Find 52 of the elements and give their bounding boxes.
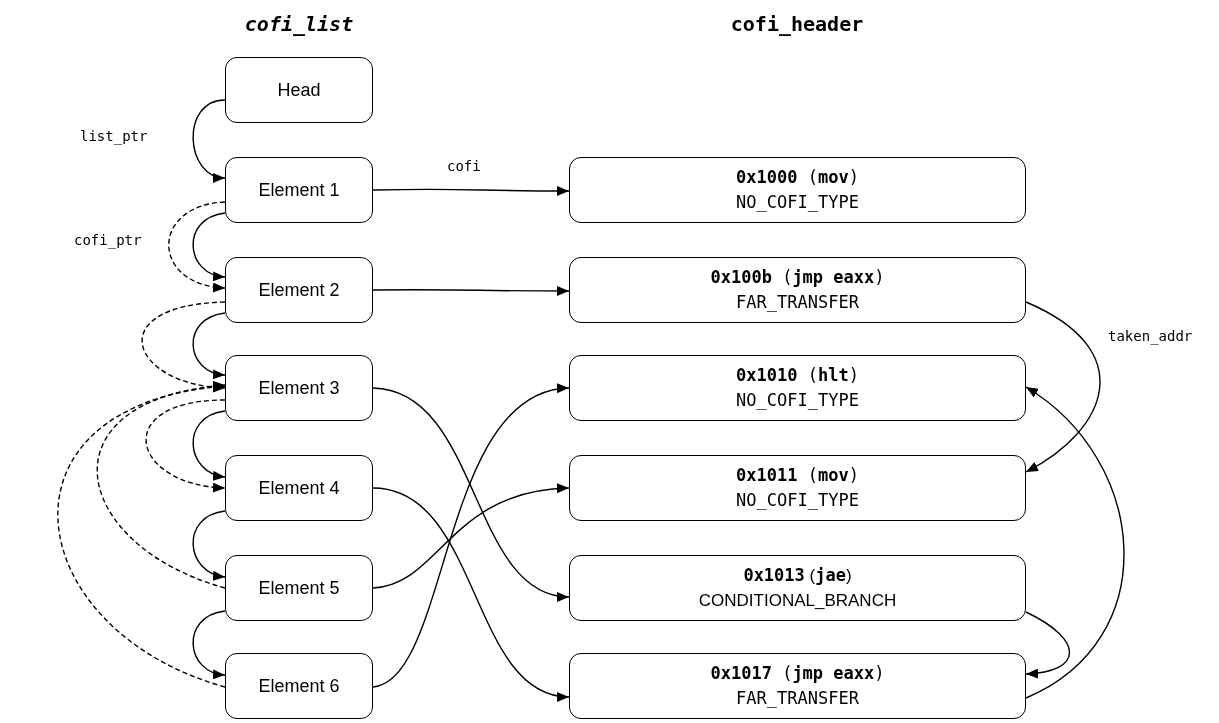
element-label: Element 2 <box>258 279 340 301</box>
arrow <box>372 484 570 589</box>
arrow <box>372 387 570 600</box>
arrow <box>372 487 570 700</box>
arrow <box>372 286 570 296</box>
element-label: Element 1 <box>258 179 340 201</box>
arrow <box>192 510 226 580</box>
list-element-box <box>225 355 373 421</box>
arrow <box>192 410 226 480</box>
arrow <box>1025 386 1125 699</box>
column-heading: cofi_header <box>730 12 864 36</box>
edge-label: taken_addr <box>1106 328 1195 344</box>
list-element-box <box>225 257 373 323</box>
arrow <box>1025 301 1101 473</box>
record-text: 0x1013 (jae) CONDITIONAL_BRANCH <box>697 563 898 612</box>
element-label: Head <box>277 79 321 101</box>
dashed-arrow <box>141 301 226 392</box>
dashed-arrow <box>57 383 226 688</box>
record-text: 0x100b (jmp eaxx) FAR_TRANSFER <box>709 266 886 314</box>
header-record-box <box>569 455 1026 521</box>
record-text: 0x1011 (mov) NO_COFI_TYPE <box>735 464 860 512</box>
dashed-arrow <box>145 399 226 492</box>
header-record-box <box>569 257 1026 323</box>
list-element-box <box>225 57 373 123</box>
list-element-box <box>225 455 373 521</box>
arrow <box>192 610 226 678</box>
list-element-box <box>225 653 373 719</box>
edge-label: cofi <box>445 158 483 174</box>
element-label: Element 4 <box>258 477 340 499</box>
arrow <box>192 312 226 378</box>
element-label: Element 5 <box>258 577 340 599</box>
element-label: Element 3 <box>258 377 340 399</box>
column-heading: cofi_list <box>244 12 354 36</box>
list-element-box <box>225 555 373 621</box>
arrow <box>1025 611 1071 678</box>
arrow <box>372 185 570 196</box>
header-record-box <box>569 653 1026 719</box>
arrow <box>192 99 226 181</box>
arrow <box>372 385 570 688</box>
record-text: 0x1017 (jmp eaxx) FAR_TRANSFER <box>709 662 886 710</box>
record-text: 0x1000 (mov) NO_COFI_TYPE <box>735 166 860 214</box>
edge-label: list_ptr <box>78 128 150 144</box>
element-label: Element 6 <box>258 675 340 697</box>
edge-label: cofi_ptr <box>72 232 144 248</box>
list-element-box <box>225 157 373 223</box>
arrow <box>192 212 226 280</box>
dashed-arrow <box>96 381 226 589</box>
header-record-box <box>569 555 1026 621</box>
header-record-box <box>569 157 1026 223</box>
header-record-box <box>569 355 1026 421</box>
dashed-arrow <box>168 201 226 292</box>
record-text: 0x1010 (hlt) NO_COFI_TYPE <box>735 364 860 412</box>
